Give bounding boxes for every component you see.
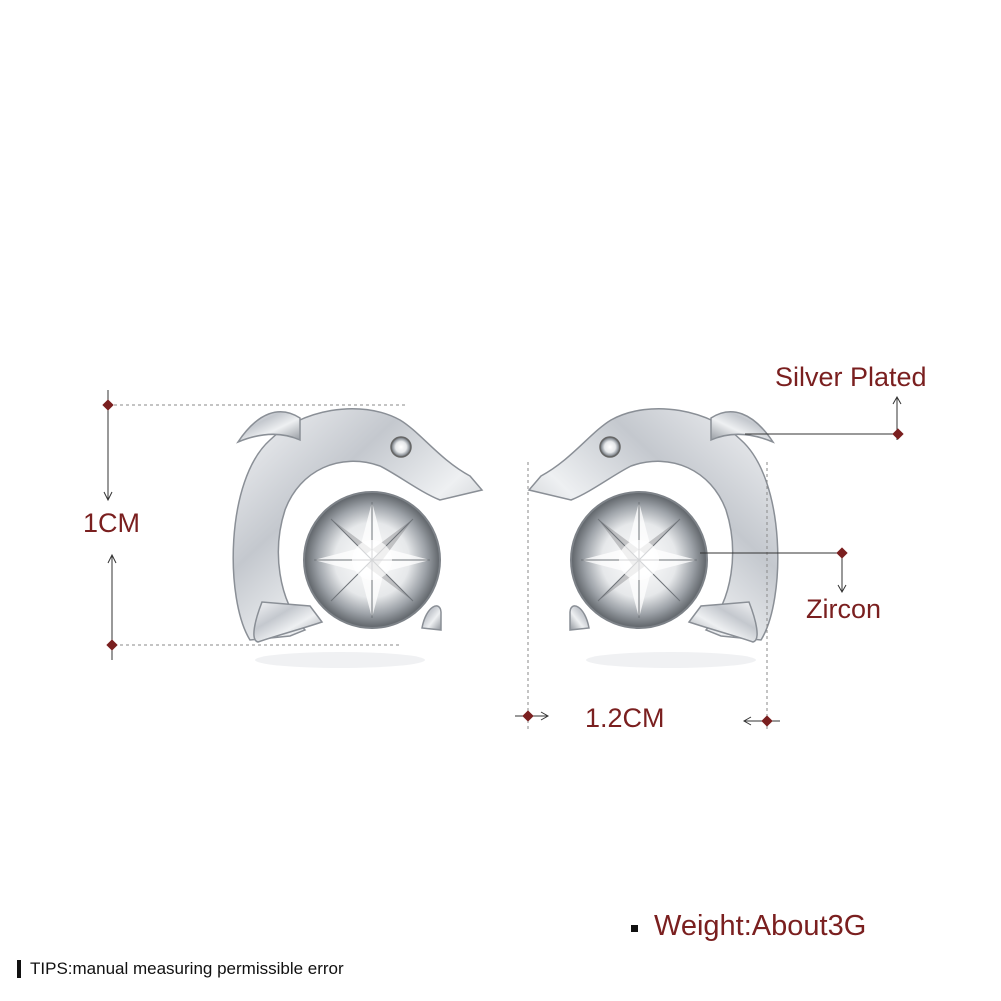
left-earring	[232, 408, 484, 668]
material-label: Silver Plated	[775, 362, 927, 392]
width-dimension	[515, 462, 780, 732]
width-label: 1.2CM	[585, 703, 665, 733]
left-zircon-stone	[303, 491, 441, 629]
tips-note: TIPS:manual measuring permissible error	[30, 959, 344, 978]
stone-callout	[700, 547, 848, 594]
weight-label: Weight:About3G	[654, 910, 867, 942]
stone-label: Zircon	[806, 594, 882, 624]
bullet-icon	[631, 925, 638, 932]
right-earring	[527, 408, 779, 668]
tips-bar-icon	[17, 960, 21, 978]
left-dolphin-body	[232, 408, 484, 641]
material-callout	[745, 395, 904, 440]
height-label: 1CM	[83, 508, 141, 538]
